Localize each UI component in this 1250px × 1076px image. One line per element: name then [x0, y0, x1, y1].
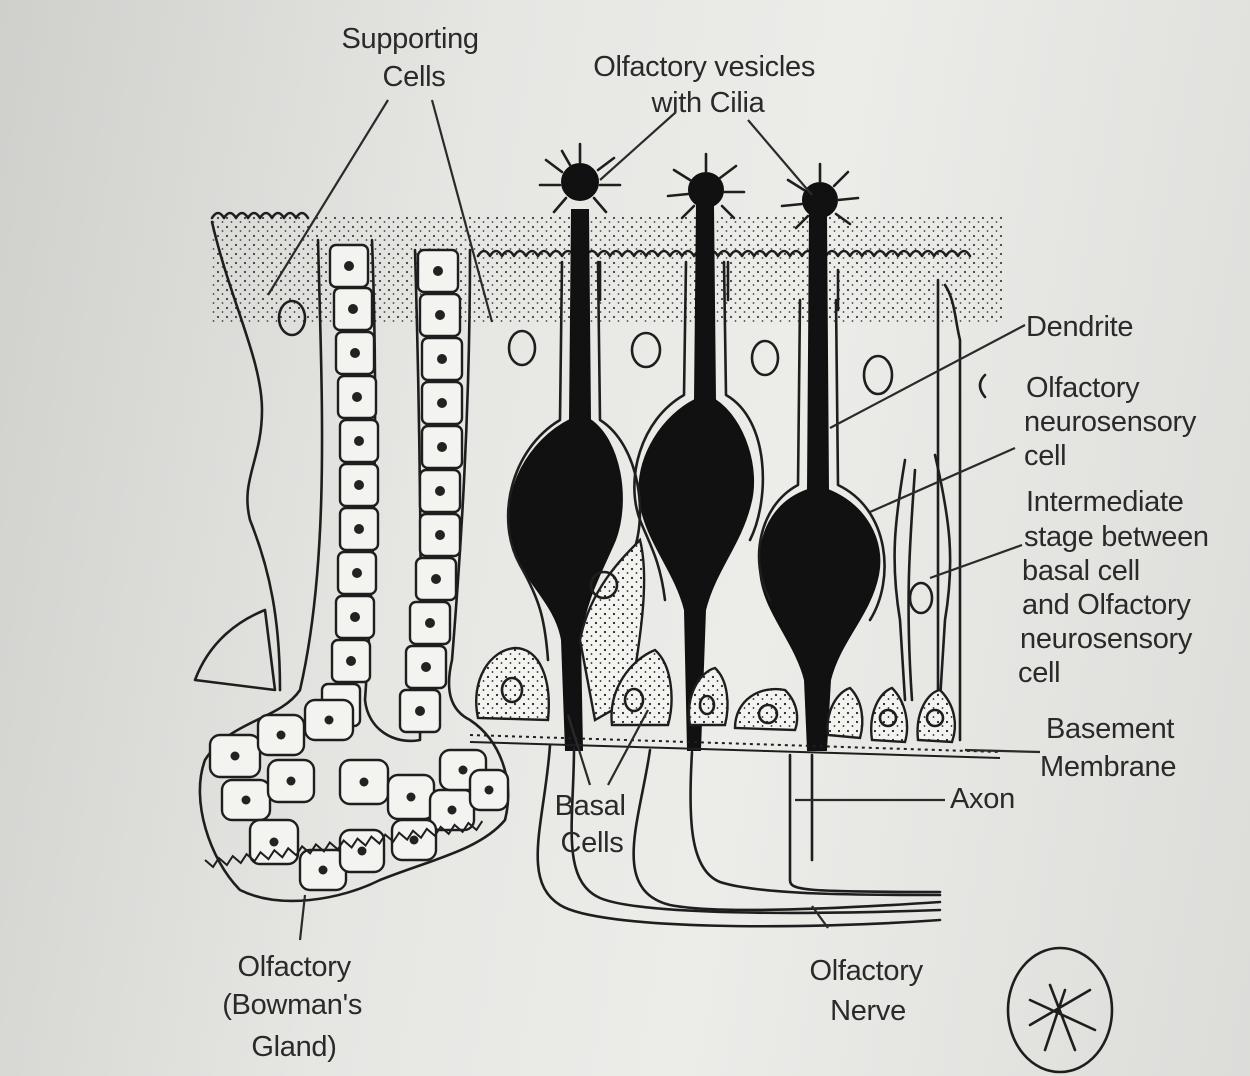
label-intermediate-stage: Intermediate stage between basal cell an…	[1018, 486, 1217, 689]
bowmans-gland	[200, 240, 508, 901]
label-olfactory-nerve: Olfactory Nerve	[809, 955, 930, 1027]
label-supporting-cells: Supporting Cells	[341, 23, 486, 93]
label-bowmans-gland: Olfactory (Bowman's Gland)	[222, 951, 370, 1063]
star-sketch	[1008, 948, 1112, 1072]
label-basal-cells: Basal Cells	[555, 790, 634, 859]
label-dendrite: Dendrite	[1026, 311, 1133, 343]
label-olfactory-vesicles: Olfactory vesicles with Cilia	[593, 51, 823, 119]
label-neurosensory-cell: Olfactory neurosensory cell	[1024, 372, 1204, 472]
label-axon: Axon	[950, 783, 1015, 815]
label-basement-membrane: Basement Membrane	[1040, 713, 1182, 783]
